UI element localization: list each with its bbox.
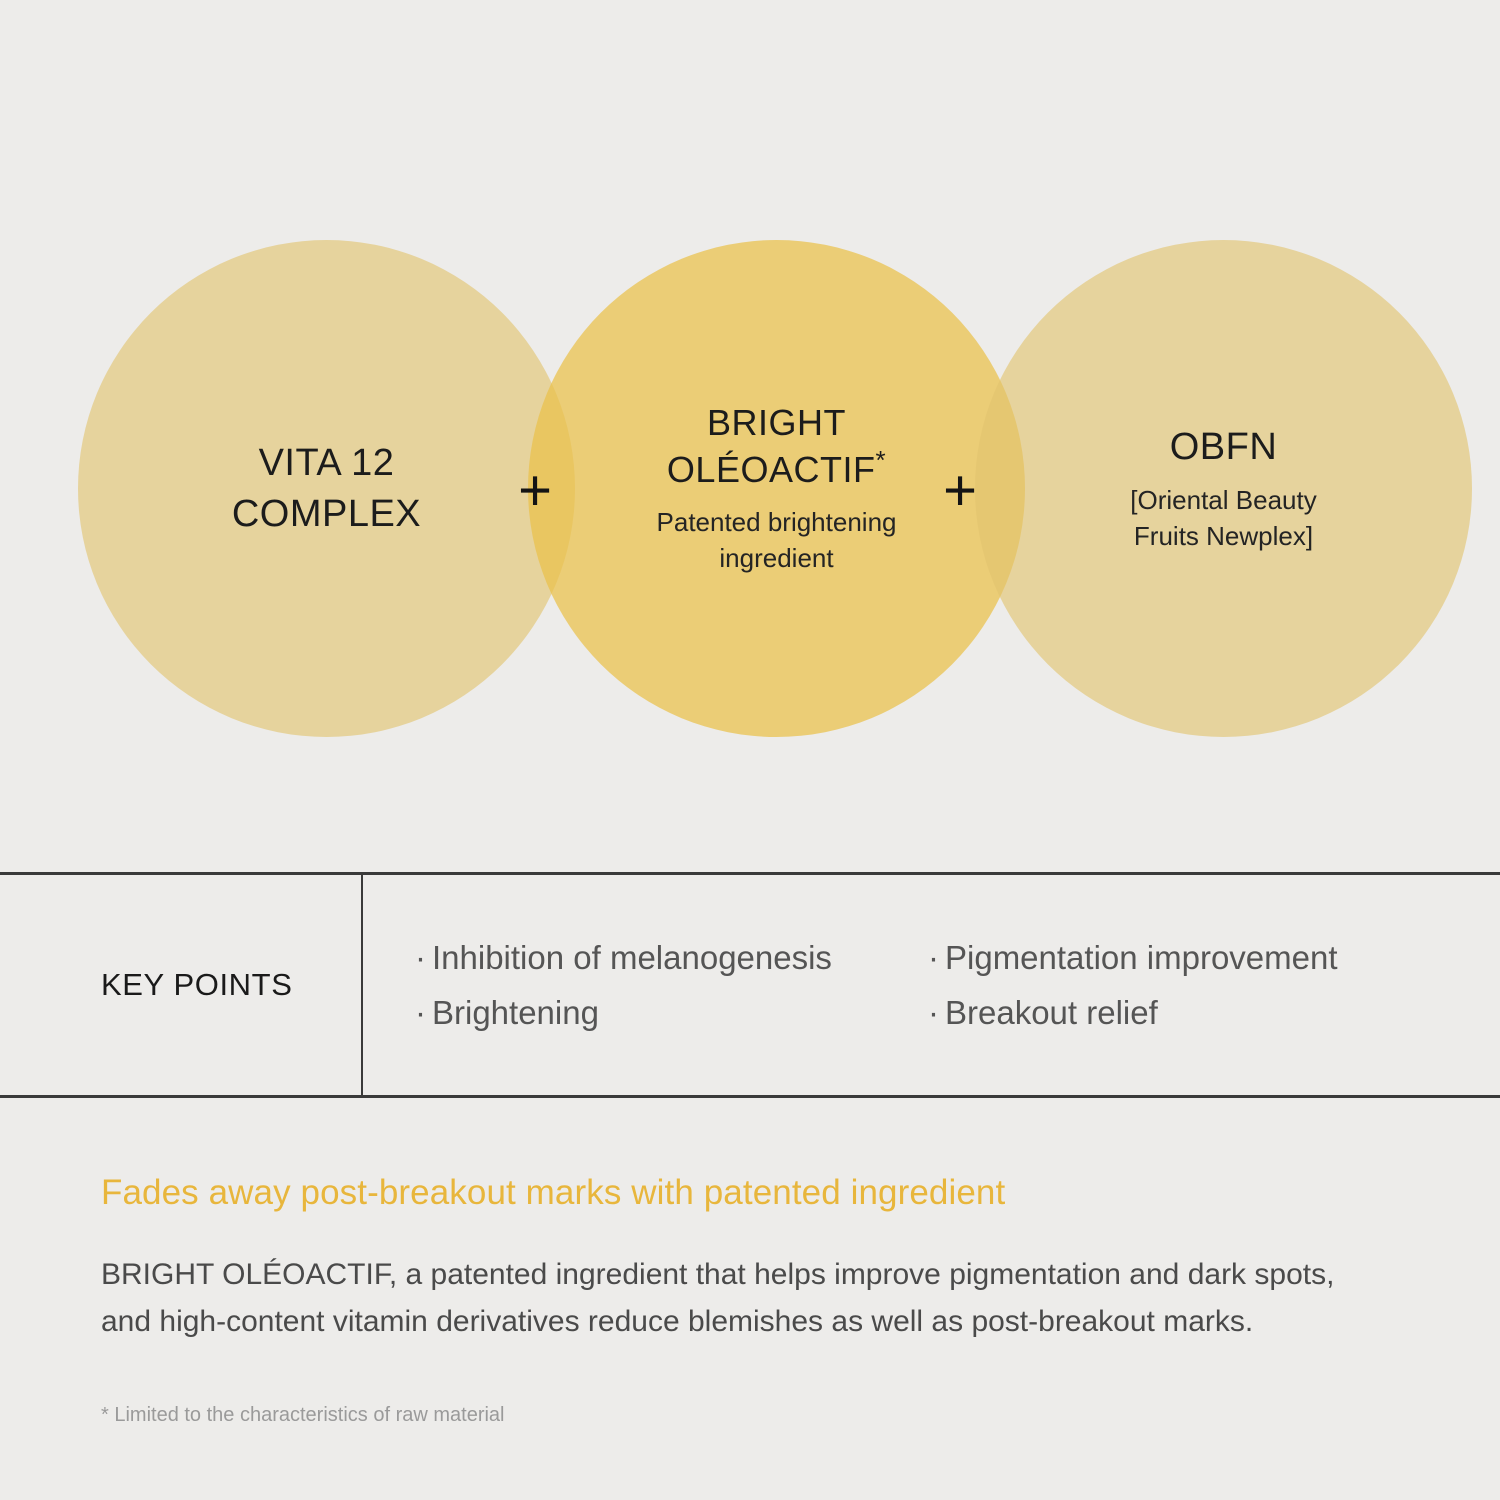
key-point-text: Pigmentation improvement [945, 938, 1338, 976]
venn-circle-content: OBFN [Oriental Beauty Fruits Newplex] [975, 422, 1472, 554]
bullet-icon: · [415, 994, 426, 1031]
ingredient-venn-diagram: VITA 12 COMPLEX BRIGHT OLÉOACTIF* Patent… [78, 240, 1472, 737]
venn-circle-subtitle-line-1: [Oriental Beauty [1130, 484, 1317, 515]
bullet-icon: · [928, 994, 939, 1031]
description-body-line-1: BRIGHT OLÉOACTIF, a patented ingredient … [101, 1258, 1335, 1291]
key-point-item: ·Pigmentation improvement [928, 937, 1338, 978]
venn-circle-subtitle-line-2: Fruits Newplex] [1133, 520, 1314, 551]
key-points-column: ·Inhibition of melanogenesis ·Brightenin… [415, 937, 928, 1034]
plus-icon: + [943, 458, 977, 523]
key-point-text: Breakout relief [945, 994, 1158, 1031]
key-points-band: KEY POINTS ·Inhibition of melanogenesis … [0, 872, 1500, 1098]
venn-circle-title-line-1: BRIGHT [706, 401, 846, 443]
key-point-text: Inhibition of melanogenesis [432, 938, 832, 976]
venn-circle-subtitle-line-2: ingredient [719, 543, 834, 574]
key-points-list-cell: ·Inhibition of melanogenesis ·Brightenin… [363, 875, 1500, 1095]
description-footnote: * Limited to the characteristics of raw … [101, 1404, 505, 1426]
description-body: BRIGHT OLÉOACTIF, a patented ingredient … [101, 1252, 1431, 1345]
plus-icon: + [518, 458, 552, 523]
venn-circle-title-line-1: OBFN [1169, 426, 1278, 469]
key-points-column: ·Pigmentation improvement ·Breakout reli… [928, 937, 1338, 1034]
description-headline: Fades away post-breakout marks with pate… [101, 1173, 1006, 1212]
key-point-item: ·Inhibition of melanogenesis [415, 937, 928, 978]
key-point-item: ·Breakout relief [928, 992, 1338, 1033]
venn-circle-title-line-2: COMPLEX [231, 492, 422, 535]
description-body-line-2: and high-content vitamin derivatives red… [101, 1304, 1254, 1338]
venn-circle-content: VITA 12 COMPLEX [78, 438, 575, 539]
venn-circle-title: OBFN [975, 422, 1472, 473]
footnote-asterisk: * [875, 444, 887, 475]
key-points-label: KEY POINTS [101, 967, 293, 1002]
bullet-icon: · [928, 938, 939, 976]
venn-circle-title-line-1: VITA 12 [258, 441, 395, 484]
venn-circle-title: VITA 12 COMPLEX [78, 438, 575, 539]
description-section: Fades away post-breakout marks with pate… [0, 1098, 1500, 1428]
key-point-item: ·Brightening [415, 992, 928, 1033]
venn-circle-vita-12-complex: VITA 12 COMPLEX [78, 240, 575, 737]
key-point-text: Brightening [432, 994, 599, 1031]
bullet-icon: · [415, 938, 426, 976]
venn-circle-title-line-2: OLÉOACTIF [666, 448, 876, 490]
key-points-label-cell: KEY POINTS [0, 875, 363, 1095]
venn-circle-obfn: OBFN [Oriental Beauty Fruits Newplex] [975, 240, 1472, 737]
venn-circle-subtitle: [Oriental Beauty Fruits Newplex] [975, 483, 1472, 555]
